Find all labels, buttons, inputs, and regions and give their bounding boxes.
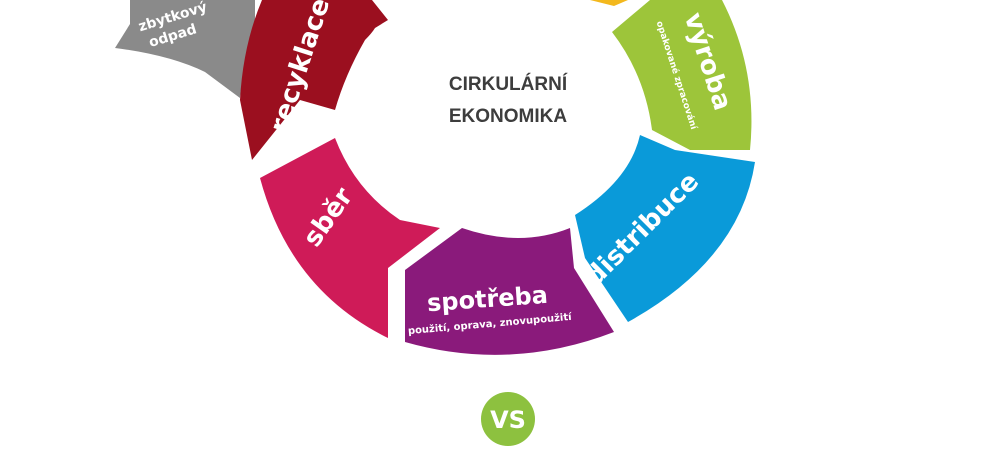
cycle-ring: recyklace sběr spotřeba použití, oprava,… (240, 0, 755, 355)
segment-vyroba (612, 0, 752, 150)
vs-badge: VS (481, 392, 535, 446)
segment-recyklace (240, 0, 388, 160)
segment-spotreba (405, 228, 614, 355)
vs-circle (481, 392, 535, 446)
center-title-line-2: EKONOMIKA (449, 106, 568, 127)
residual-waste-arrow: zbytkový odpad (115, 0, 255, 98)
segment-sber (260, 138, 440, 338)
center-title-line-1: CIRKULÁRNÍ (449, 73, 568, 95)
residual-waste-shape (115, 0, 255, 98)
vs-label: VS (490, 406, 526, 434)
segment-distribuce (575, 135, 755, 322)
top-accent-segment (590, 0, 628, 6)
